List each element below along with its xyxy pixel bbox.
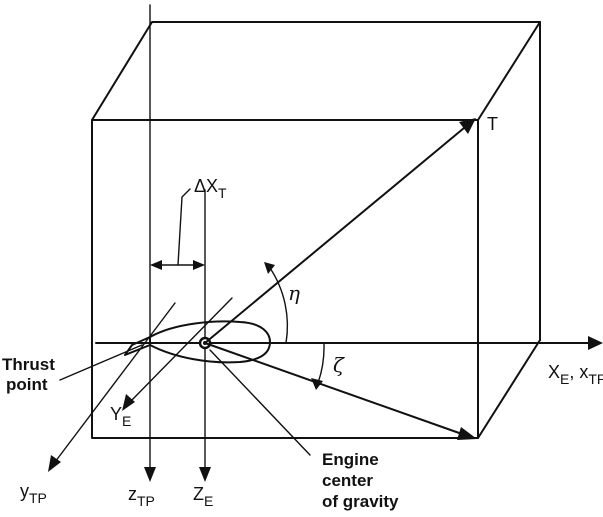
box-bottom-right-edge: [477, 339, 541, 439]
thrust-vector-upper: [204, 118, 476, 344]
thrust-point-leader: [59, 344, 143, 381]
engine-cg-leader: [209, 349, 311, 456]
label-delta-x: ΔXT: [194, 176, 227, 201]
label-x-axis: XE, xTP: [548, 362, 603, 387]
label-y-e: YE: [110, 404, 131, 429]
label-thrust-point-line2: point: [6, 375, 48, 394]
label-y-tp: yTP: [20, 481, 47, 506]
label-eta: η: [288, 281, 300, 305]
label-z-tp: zTP: [128, 484, 155, 509]
z-tp-axis: [144, 4, 156, 482]
label-engine-cg-line2: center: [322, 471, 373, 490]
label-engine-cg-line1: Engine: [322, 450, 379, 469]
y-e-axis: [122, 297, 233, 411]
y-tp-axis: [48, 302, 176, 472]
label-thrust-point-line1: Thrust: [2, 355, 55, 374]
label-engine-cg-line3: of gravity: [322, 492, 399, 511]
engine-nacelle: [124, 320, 271, 364]
delta-x-dimension: [150, 188, 205, 270]
thrust-vector-lower: [204, 342, 477, 440]
x-axis: [95, 336, 603, 350]
label-T: T: [487, 114, 498, 134]
zeta-arc: [311, 343, 325, 390]
label-z-e: ZE: [193, 484, 213, 509]
z-e-axis: [199, 189, 211, 482]
eta-arc: [264, 262, 289, 344]
box-top-face: [91, 21, 541, 121]
reference-box: [91, 21, 541, 439]
label-zeta: ζ: [333, 353, 345, 377]
box-front-face: [91, 119, 479, 439]
